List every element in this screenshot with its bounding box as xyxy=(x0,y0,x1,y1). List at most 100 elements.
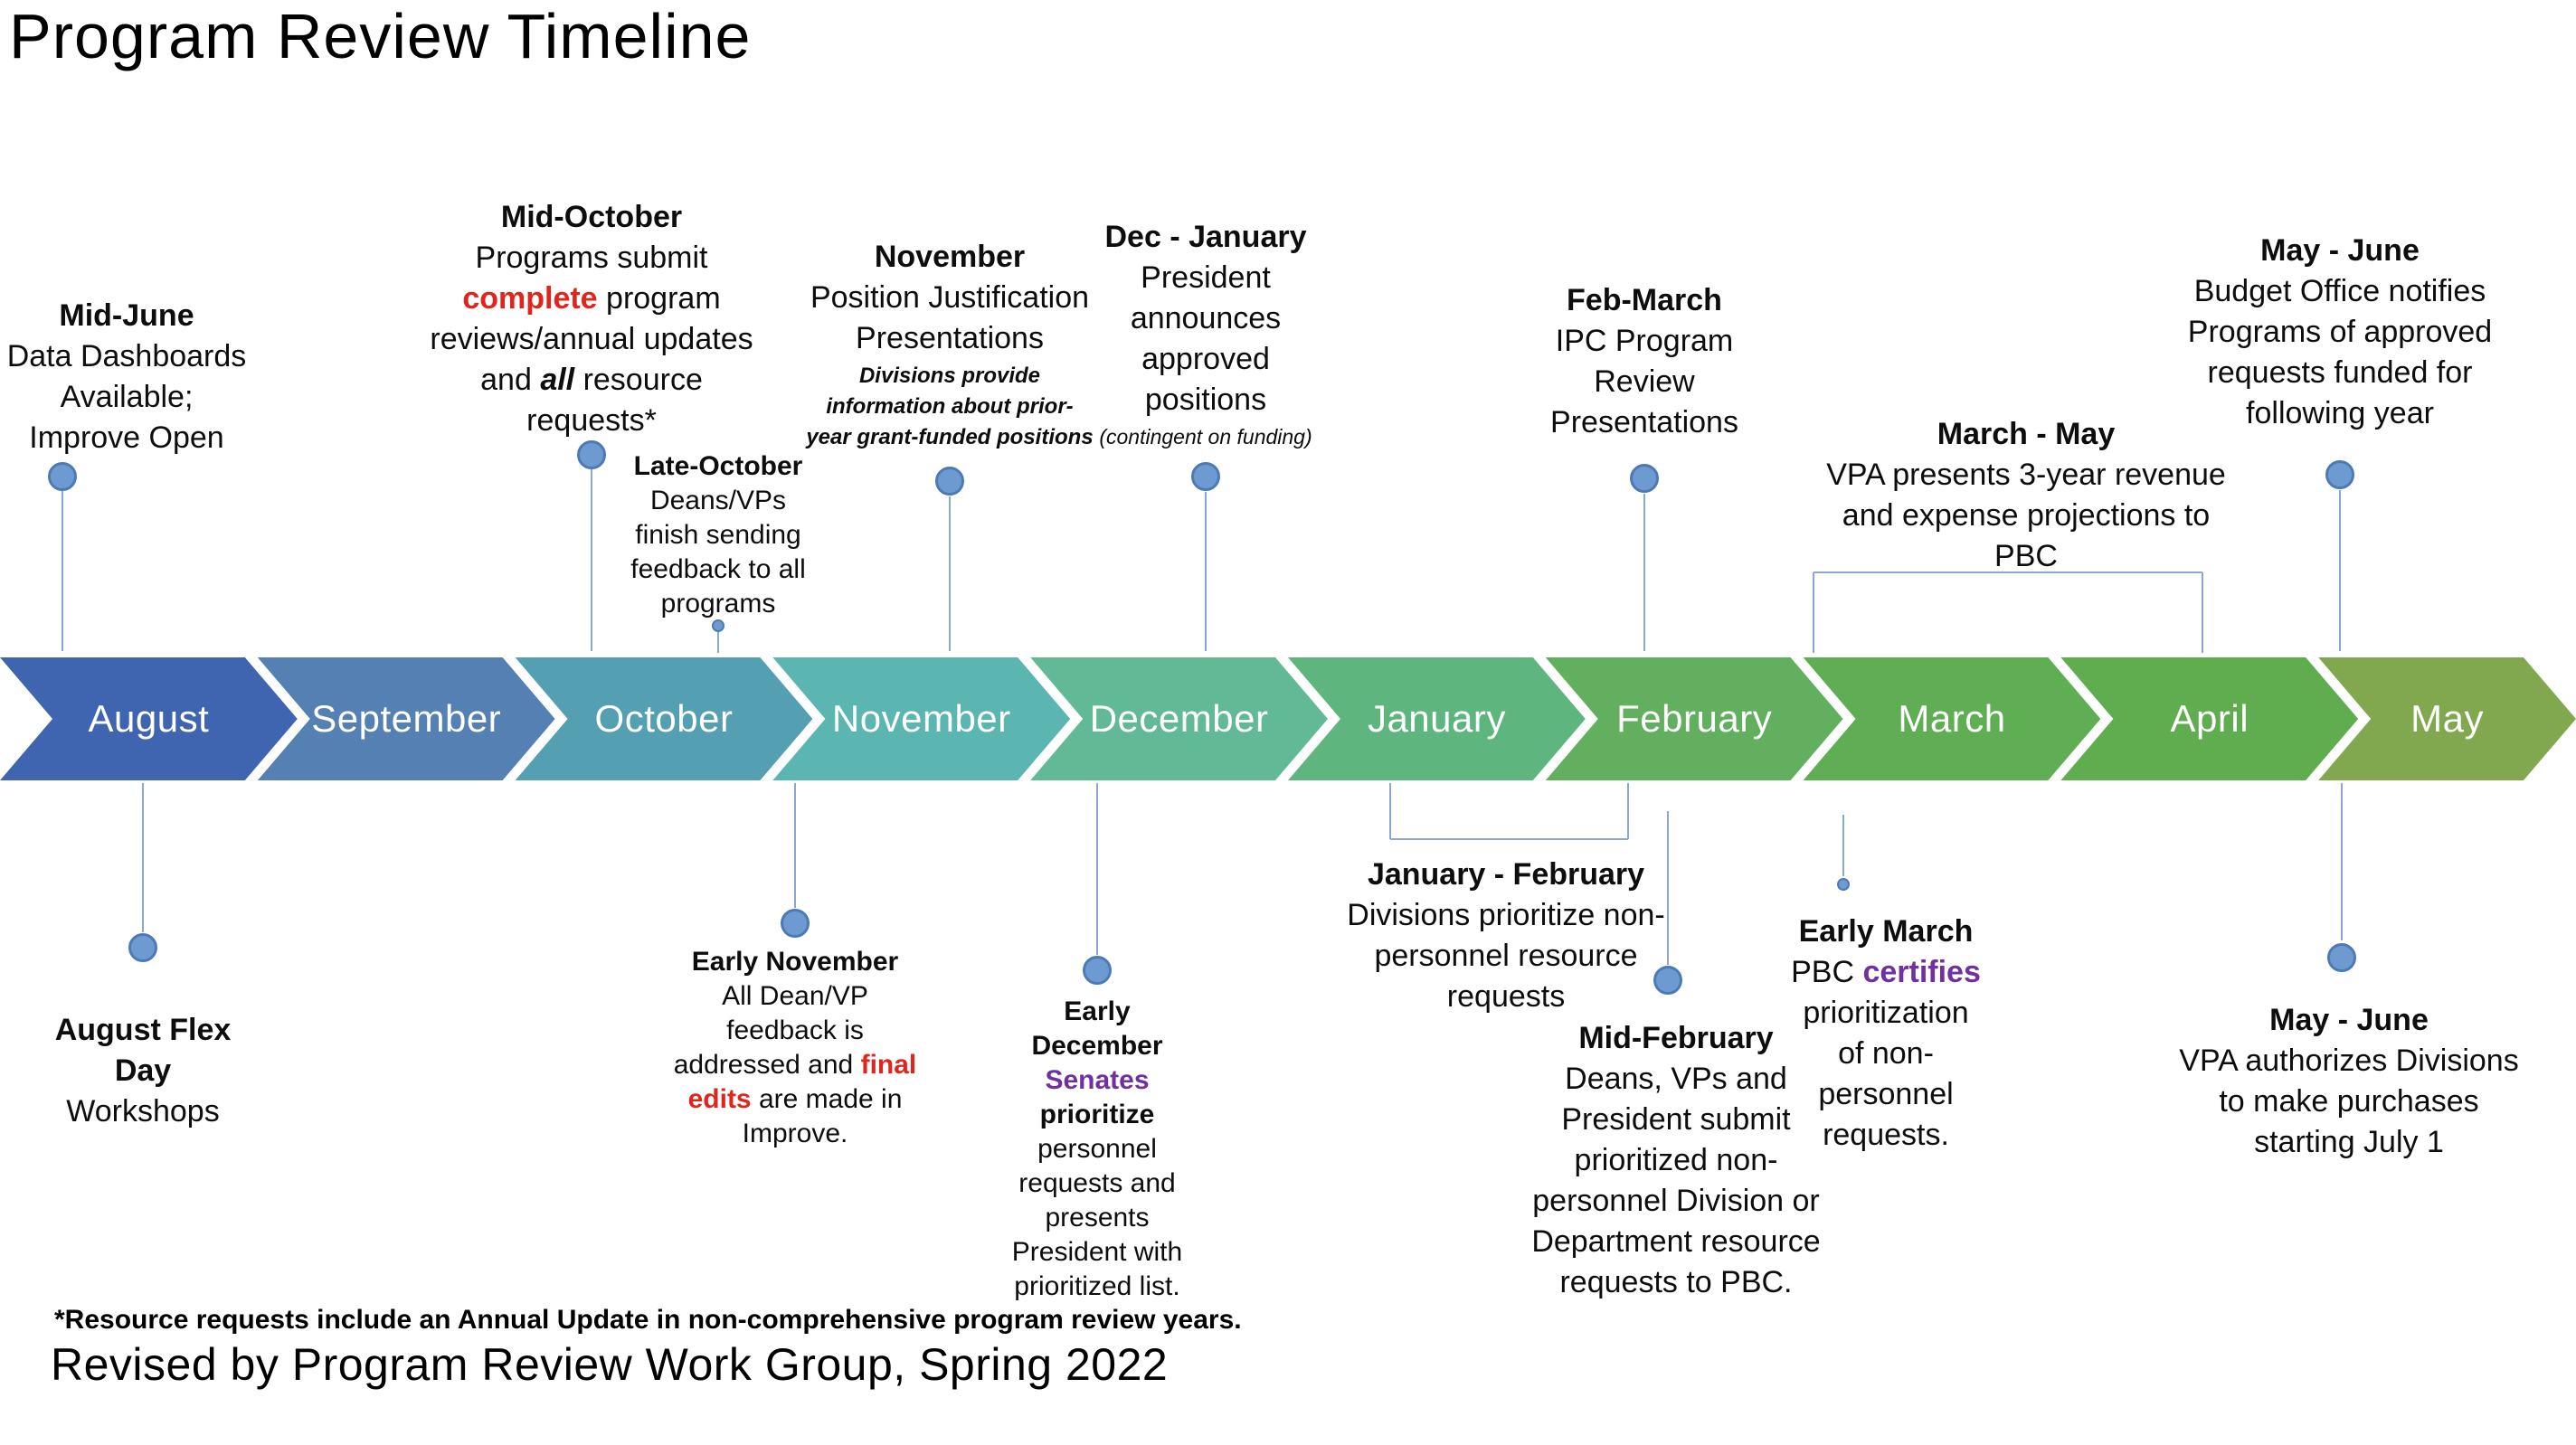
event-line: Improve Open xyxy=(29,420,224,455)
month-arrow-november: November xyxy=(772,657,1070,780)
connector-mid-june xyxy=(62,491,63,651)
event-line: addressed and final xyxy=(673,1050,917,1080)
event-line: Divisions provide xyxy=(858,364,1041,388)
event-line: Divisions prioritize non- xyxy=(1347,898,1665,932)
month-arrow-march: March xyxy=(1804,657,2101,780)
event-line: Early March xyxy=(1798,914,1974,949)
event-line: Mid-October xyxy=(500,200,683,234)
event-line: November xyxy=(874,240,1026,274)
month-label-december: December xyxy=(1089,697,1269,740)
month-label-march: March xyxy=(1898,697,2006,740)
connector-dec-january xyxy=(1205,492,1207,651)
event-line: year grant-funded positions xyxy=(806,425,1094,449)
timeline-marker-may-june-top xyxy=(2325,460,2354,489)
january-february-bracket-seg-1 xyxy=(1390,838,1628,840)
event-line: and expense projections to xyxy=(1842,498,2211,533)
january-february-bracket-seg-2 xyxy=(1627,783,1629,839)
month-label-august: August xyxy=(88,697,210,740)
event-line: prioritized list. xyxy=(1014,1271,1180,1301)
event-line: January - February xyxy=(1367,857,1645,892)
connector-late-october xyxy=(717,632,719,653)
month-label-april: April xyxy=(2170,697,2249,740)
event-line: March - May xyxy=(1937,417,2116,451)
month-arrow-february: February xyxy=(1546,657,1843,780)
footnote: *Resource requests include an Annual Upd… xyxy=(54,1305,1242,1335)
timeline-marker-feb-march xyxy=(1630,464,1659,493)
event-line: VPA authorizes Divisions xyxy=(2179,1044,2519,1078)
event-line: Department resource xyxy=(1531,1224,1821,1259)
event-line: starting July 1 xyxy=(2254,1125,2444,1159)
month-label-september: September xyxy=(311,697,502,740)
month-label-may: May xyxy=(2410,697,2485,740)
event-line: to make purchases xyxy=(2219,1084,2479,1119)
event-line: information about prior- xyxy=(826,394,1074,419)
timeline-marker-early-november xyxy=(781,909,810,938)
connector-early-december xyxy=(1096,783,1098,955)
event-line: following year xyxy=(2246,396,2434,430)
event-line: VPA presents 3-year revenue xyxy=(1826,458,2226,492)
event-line: Feb-March xyxy=(1567,283,1722,317)
event-line: IPC Program xyxy=(1555,324,1734,358)
event-line: Deans, VPs and xyxy=(1565,1062,1787,1096)
event-line: edits are made in xyxy=(687,1084,903,1114)
event-line: August Flex xyxy=(54,1013,232,1047)
connector-early-march xyxy=(1842,815,1844,876)
event-line: Early xyxy=(1064,996,1131,1026)
event-line: Mid-June xyxy=(59,298,194,333)
event-line: announces xyxy=(1130,301,1282,335)
timeline-marker-late-october xyxy=(712,619,724,632)
revised-by: Revised by Program Review Work Group, Sp… xyxy=(51,1339,1169,1390)
event-line: reviews/annual updates xyxy=(430,322,753,356)
event-line: positions xyxy=(1144,382,1267,417)
event-line: Improve. xyxy=(742,1119,848,1148)
timeline-marker-mid-june xyxy=(48,462,77,491)
event-line: feedback is xyxy=(726,1015,864,1045)
event-line: Senates xyxy=(1045,1065,1150,1095)
event-line: President submit xyxy=(1561,1102,1791,1137)
event-line: Programs submit xyxy=(475,241,708,275)
timeline-marker-dec-january xyxy=(1191,462,1220,491)
event-line: personnel Division or xyxy=(1532,1184,1820,1218)
march-may-bracket-seg-2 xyxy=(2202,572,2203,653)
event-line: requests xyxy=(1446,979,1566,1014)
event-line: PBC certifies xyxy=(1791,955,1981,989)
event-line: Workshops xyxy=(66,1094,220,1129)
month-label-october: October xyxy=(594,697,734,740)
event-line: requests and xyxy=(1018,1168,1176,1198)
event-line: All Dean/VP xyxy=(722,981,868,1011)
event-line: Deans/VPs xyxy=(649,486,787,515)
event-line: Presentations xyxy=(1550,405,1738,439)
month-label-november: November xyxy=(831,697,1011,740)
connector-mid-february xyxy=(1667,811,1669,965)
event-line: May - June xyxy=(2260,233,2420,268)
event-line: (contingent on funding) xyxy=(1099,425,1312,449)
event-line: May - June xyxy=(2269,1003,2429,1037)
event-line: President with xyxy=(1011,1237,1183,1267)
event-line: Day xyxy=(114,1053,172,1088)
event-line: requests to PBC. xyxy=(1559,1265,1793,1299)
event-line: prioritization xyxy=(1803,996,1969,1030)
event-line: Data Dashboards xyxy=(6,339,247,373)
event-line: PBC xyxy=(1994,539,2058,573)
event-line: finish sending xyxy=(635,520,801,550)
month-label-january: January xyxy=(1367,697,1506,740)
event-line: requests. xyxy=(1823,1118,1949,1152)
march-may-bracket-seg-1 xyxy=(1814,571,2202,573)
event-line: presents xyxy=(1045,1203,1150,1232)
timeline-marker-november xyxy=(935,467,964,496)
month-label-february: February xyxy=(1616,697,1773,740)
timeline-marker-early-march xyxy=(1837,878,1850,891)
event-line: personnel xyxy=(1818,1077,1954,1111)
